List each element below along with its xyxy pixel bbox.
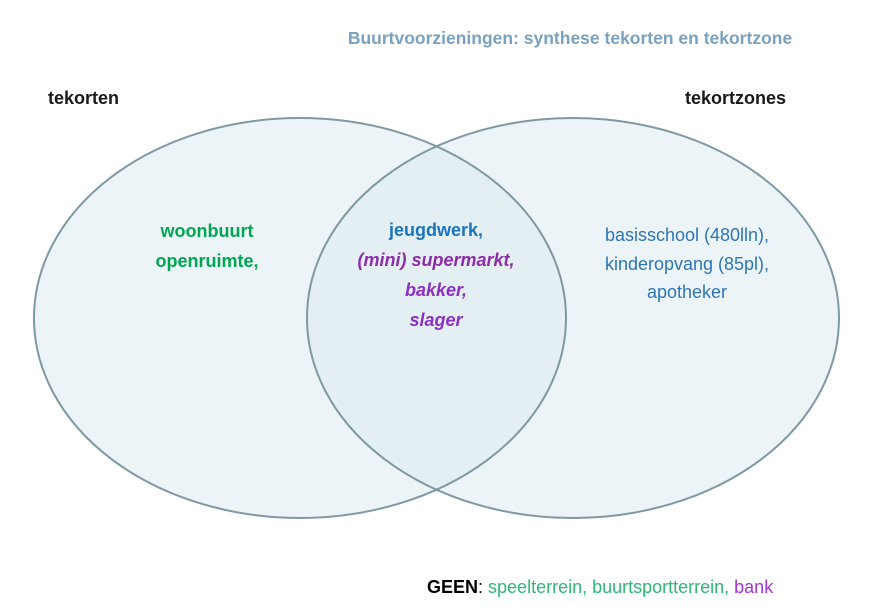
geen-label: GEEN (427, 577, 479, 597)
diagram-title: Buurtvoorzieningen: synthese tekorten en… (347, 28, 793, 48)
right-set-item: apotheker (646, 282, 728, 302)
right-set-items: basisschool (480lln), kinderopvang (85pl… (605, 221, 769, 307)
right-set-item: kinderopvang (85pl), (604, 253, 770, 274)
left-set-item: openruimte, (155, 251, 259, 271)
right-set-label: tekortzones (685, 88, 787, 108)
right-set-item: basisschool (480lln), (604, 225, 770, 245)
intersection-item: bakker, (404, 280, 468, 300)
left-set-items: woonbuurt openruimte, (155, 216, 258, 276)
geen-footer-line: GEEN: speelterrein, buurtsportterrein, b… (427, 577, 773, 598)
intersection-items: jeugdwerk, (mini) supermarkt, bakker, sl… (357, 215, 514, 335)
left-set-item: woonbuurt (160, 221, 254, 241)
right-ellipse-outline (306, 117, 840, 519)
right-ellipse (307, 118, 839, 518)
geen-colon: : (478, 577, 489, 597)
intersection-item: (mini) supermarkt, (357, 250, 515, 270)
geen-purple-item: bank (729, 577, 774, 597)
intersection-item: slager (409, 310, 463, 330)
left-set-label: tekorten (48, 88, 120, 108)
intersection-item: jeugdwerk, (388, 220, 484, 240)
geen-green-items: speelterrein, buurtsportterrein, (488, 577, 730, 597)
left-ellipse-outline (33, 117, 567, 519)
